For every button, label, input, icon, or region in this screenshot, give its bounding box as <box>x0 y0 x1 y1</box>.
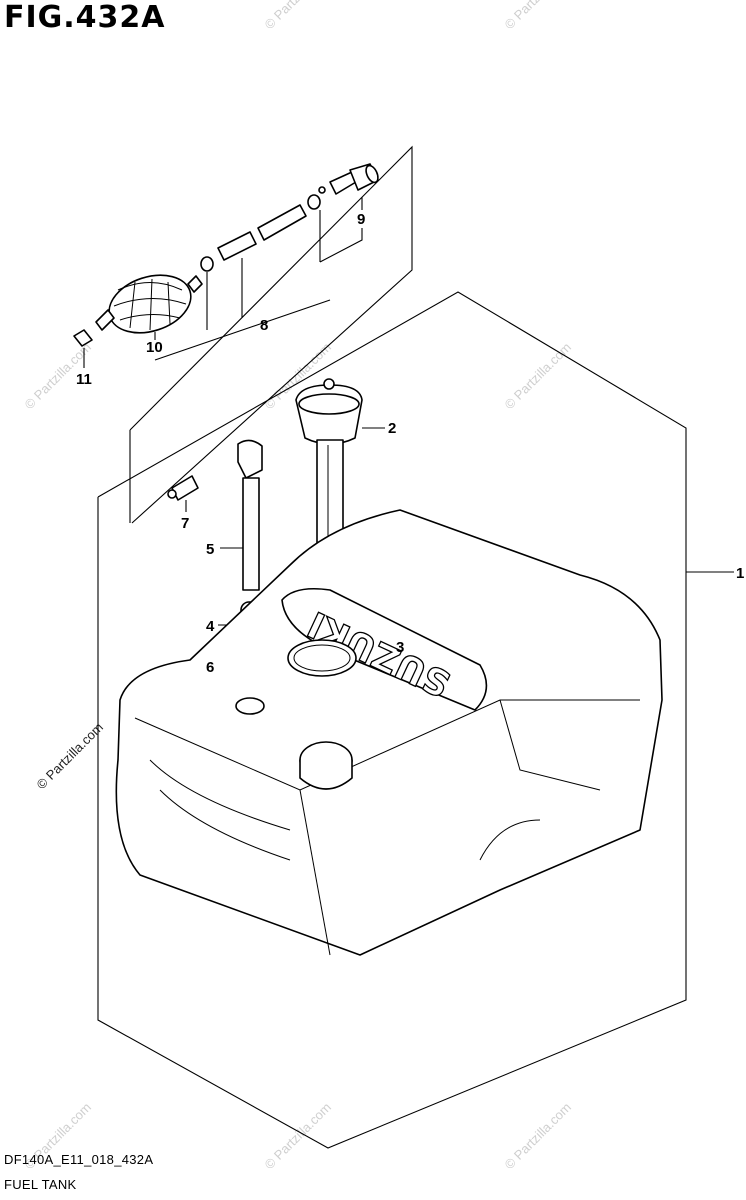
callout-3: 3 <box>396 639 404 656</box>
watermark: © Partzilla.com <box>262 0 335 32</box>
callout-7: 7 <box>181 515 189 532</box>
callout-6: 6 <box>206 659 214 676</box>
footer-assembly-name: FUEL TANK <box>4 1177 77 1192</box>
connector-part-9 <box>318 163 379 210</box>
callout-9: 9 <box>357 211 365 228</box>
bracket-outline <box>129 145 413 524</box>
callout-10: 10 <box>146 339 163 356</box>
hose-part-8 <box>200 194 363 330</box>
clip-part-11 <box>73 329 93 368</box>
bracket-leader-10 <box>154 299 331 361</box>
tank-bracket <box>97 291 687 1149</box>
figure-title: FIG.432A <box>4 0 166 35</box>
callouts: 1 2 3 4 5 6 7 8 9 10 11 <box>76 211 744 676</box>
footer-figure-code: DF140A_E11_018_432A <box>4 1152 154 1167</box>
fuel-tank-part-1: SUZUKI <box>115 509 734 956</box>
callout-1: 1 <box>736 565 744 582</box>
callout-4: 4 <box>206 618 215 635</box>
hose-kit-bracket <box>129 145 413 524</box>
watermark: © Partzilla.com <box>502 0 575 32</box>
watermark: © Partzilla.com <box>502 340 575 413</box>
oring-part-3 <box>287 639 357 677</box>
pickup-tube-part-5 <box>220 439 263 591</box>
tank-bracket-outline <box>97 291 687 1149</box>
watermark: © Partzilla.com <box>262 1100 335 1173</box>
callout-5: 5 <box>206 541 214 558</box>
connector-part-7 <box>167 475 199 512</box>
watermark-dark: © Partzilla.com <box>34 720 107 793</box>
callout-2: 2 <box>388 420 396 437</box>
callout-11: 11 <box>76 371 92 388</box>
primer-bulb-part-10 <box>95 274 203 340</box>
callout-8: 8 <box>260 317 268 334</box>
watermark: © Partzilla.com <box>502 1100 575 1173</box>
